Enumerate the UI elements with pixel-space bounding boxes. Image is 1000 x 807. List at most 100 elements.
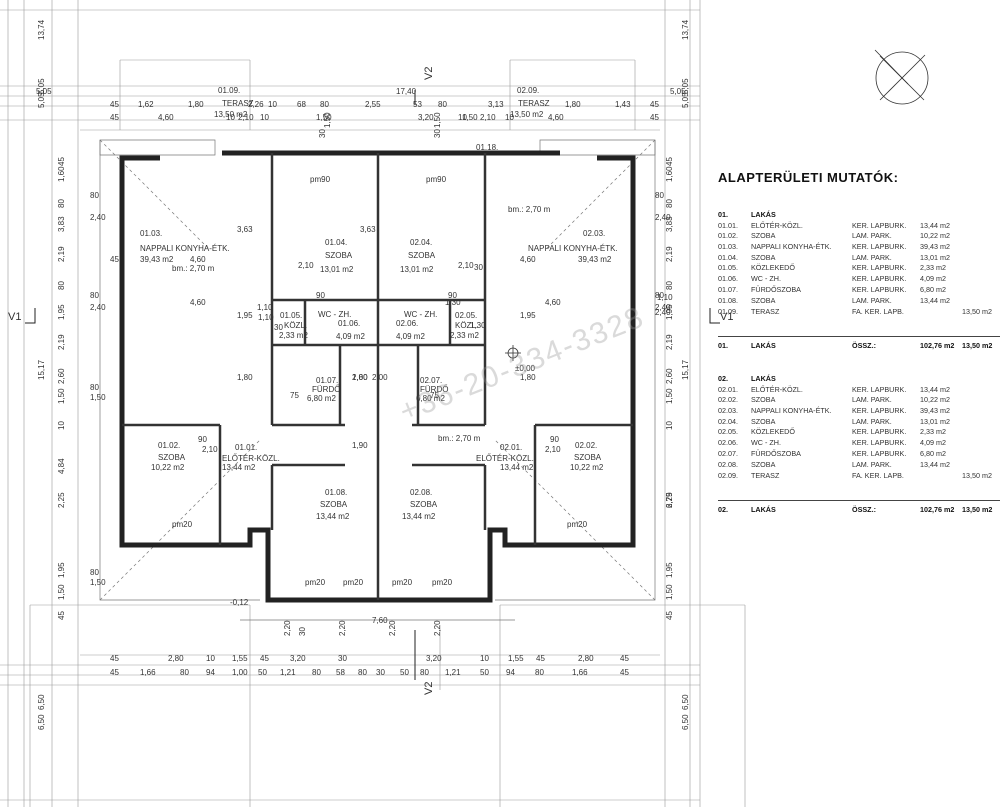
- room-name: TERASZ: [518, 99, 550, 108]
- room-finish: KER. LAPBURK.: [852, 384, 907, 394]
- room-area: 2,33 m2: [920, 427, 946, 437]
- dimension-label: 2,10: [458, 261, 474, 270]
- room-labels: 01.03. NAPPALI KONYHA-ÉTK. 39,43 m2 bm.:…: [140, 86, 618, 587]
- room-name: NAPPALI KONYHA-ÉTK.: [140, 244, 230, 253]
- dimension-label: 1,95: [665, 562, 674, 578]
- room-code: 01.05.: [280, 311, 302, 320]
- dimension-label: 90: [316, 291, 325, 300]
- room-area: 2,33 m2: [450, 331, 479, 340]
- room-area: 6,80 m2: [920, 448, 946, 458]
- dimension-label: 80: [90, 191, 99, 200]
- room-height: bm.: 2,70 m: [508, 205, 551, 214]
- room-code: 01.02.: [158, 441, 180, 450]
- room-name: FÜRDŐSZOBA: [751, 448, 801, 458]
- dimension-label: 45: [260, 654, 269, 663]
- dimension-label: 10: [260, 113, 269, 122]
- dimension-label: 90: [550, 435, 559, 444]
- dimension-label: 1,21: [280, 668, 296, 677]
- dimension-label: 3,63: [237, 225, 253, 234]
- room-code: 01.04.: [718, 252, 738, 262]
- dimension-label: 94: [506, 668, 515, 677]
- room-area: 13,44 m2: [920, 220, 950, 230]
- dimension-label: 80: [57, 199, 66, 208]
- dimension-label: 10: [480, 654, 489, 663]
- room-area: 10,22 m2: [151, 463, 185, 472]
- dimension-label: 1,95: [57, 304, 66, 320]
- dimension-label: 1,80: [237, 373, 253, 382]
- dimension-label: 10: [505, 113, 514, 122]
- dimension-label: 1,66: [140, 668, 156, 677]
- total-area: 102,76 m2: [920, 505, 955, 514]
- room-name: WC - ZH.: [404, 310, 437, 319]
- room-name: FÜRDŐ: [312, 385, 340, 394]
- dimension-label: 75: [290, 391, 299, 400]
- room-area: 13,50 m2: [214, 110, 248, 119]
- dimension-label: 2,10: [545, 445, 561, 454]
- room-name: KÖZLEKEDŐ: [751, 263, 795, 273]
- dimension-label: 3,83: [57, 216, 66, 232]
- door-mark: pm20: [172, 520, 193, 529]
- room-name: FÜRDŐSZOBA: [751, 284, 801, 294]
- room-name: TERASZ: [222, 99, 254, 108]
- room-name: KÖZL.: [284, 321, 307, 330]
- dimension-label: 15,17: [37, 359, 46, 380]
- room-name: SZOBA: [751, 459, 776, 469]
- level-marker-icon: [505, 345, 521, 361]
- room-finish: KER. LAPBURK.: [852, 274, 907, 284]
- total-name: LAKÁS: [751, 341, 776, 350]
- dimension-label: 80: [320, 100, 329, 109]
- room-area: 39,43 m2: [920, 242, 950, 252]
- dimension-label: 30: [433, 129, 442, 138]
- dimension-label: 1,50: [462, 113, 478, 122]
- room-area: 13,50 m2: [962, 471, 992, 481]
- dimension-label: 6,79: [665, 492, 674, 508]
- dimension-label: 2,40: [655, 308, 671, 317]
- room-code: 01.02.: [718, 231, 738, 241]
- dimension-label: 2,19: [665, 334, 674, 350]
- dimension-label: 1,95: [520, 311, 536, 320]
- dimension-label: 1,55: [508, 654, 524, 663]
- dimension-label: 45: [665, 611, 674, 620]
- dimension-label: 80: [655, 291, 664, 300]
- dimension-label: 1,50: [433, 112, 442, 128]
- interior-walls: [122, 153, 633, 600]
- dimension-label: 90: [448, 291, 457, 300]
- dimension-label: 68: [297, 100, 306, 109]
- dimension-label: 45: [110, 255, 119, 264]
- room-height: bm.: 2,70 m: [438, 434, 481, 443]
- room-code: 01.18.: [476, 143, 498, 152]
- dimension-label: 1,80: [565, 100, 581, 109]
- dimension-label: 45: [57, 157, 66, 166]
- dimension-label: 80: [90, 383, 99, 392]
- dimension-label: 3,83: [665, 216, 674, 232]
- room-area: 6,80 m2: [920, 284, 946, 294]
- section-mark-v1-left: V1: [8, 311, 21, 323]
- dimension-label: 1,95: [237, 311, 253, 320]
- room-code: 02.02.: [718, 395, 738, 405]
- room-code: 01.09.: [218, 86, 240, 95]
- dimension-label: 45: [536, 654, 545, 663]
- door-mark: pm20: [432, 578, 453, 587]
- room-area: 4,09 m2: [396, 332, 425, 341]
- room-code: 02.01.: [718, 384, 738, 394]
- dimension-label: 80: [665, 199, 674, 208]
- section-mark-v2-bottom: V2: [423, 682, 435, 695]
- room-finish: KER. LAPBURK.: [852, 242, 907, 252]
- dimension-label: 94: [206, 668, 215, 677]
- door-mark: pm20: [567, 520, 588, 529]
- dimension-label: 2,10: [480, 113, 496, 122]
- door-mark: pm20: [343, 578, 364, 587]
- dimension-label: 2,60: [57, 368, 66, 384]
- dimension-label: 1,95: [665, 304, 674, 320]
- room-finish: FA. KER. LAPB.: [852, 307, 904, 317]
- room-area: 13,50 m2: [510, 110, 544, 119]
- dimension-label: 6,50: [37, 714, 46, 730]
- dimension-label: 80: [312, 668, 321, 677]
- dimension-label: 2,40: [90, 213, 106, 222]
- section-mark-v1-right: V1: [720, 311, 733, 323]
- dimension-label: 1,00: [232, 668, 248, 677]
- room-code: 01.01.: [718, 220, 738, 230]
- room-finish: FA. KER. LAPB.: [852, 471, 904, 481]
- total-code: 02.: [718, 505, 728, 514]
- dimension-label: 1,30: [445, 298, 461, 307]
